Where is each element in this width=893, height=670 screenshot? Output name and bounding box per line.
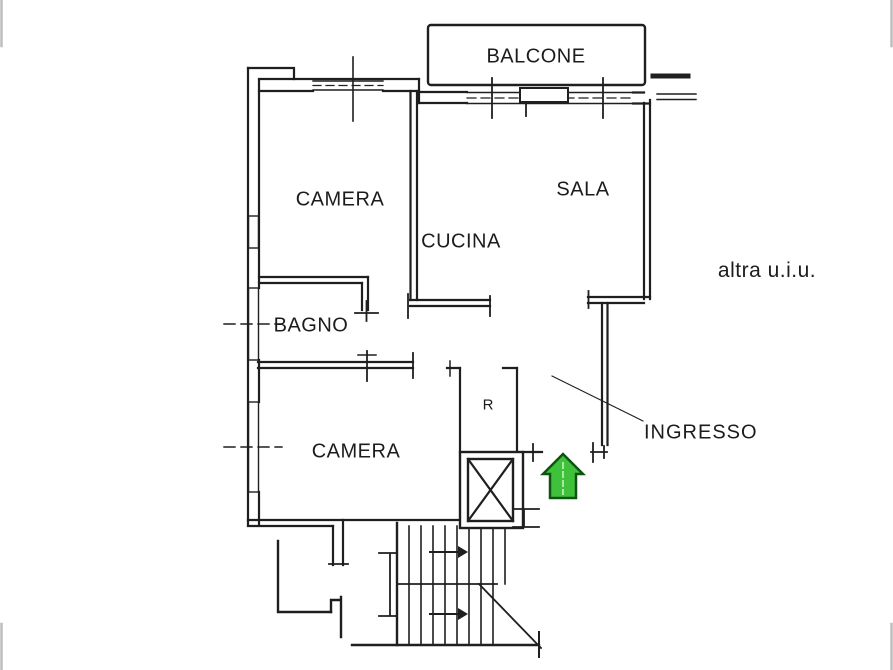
label-camera-top: CAMERA [295, 188, 385, 211]
wall-ingresso [590, 301, 609, 463]
staircase [350, 521, 543, 658]
wall-bagno [257, 275, 379, 322]
elevator-shaft [458, 443, 544, 530]
wall-core [445, 360, 519, 454]
stair-cut-line [477, 582, 543, 650]
wall-exterior-right [631, 73, 697, 301]
label-shaft-symbol: R [482, 396, 494, 414]
label-altra-uiu: altra u.i.u. [717, 259, 817, 282]
balcony-outline [426, 23, 647, 87]
window-band-sala [466, 77, 634, 119]
wall-top-camera [257, 56, 469, 122]
entrance-arrow-icon [539, 452, 587, 500]
stair-direction-arrows [429, 546, 468, 620]
door-jamb [590, 442, 608, 463]
label-camera-bottom: CAMERA [311, 440, 401, 463]
ingresso-leader-line [551, 375, 644, 422]
wall-exterior-left [223, 66, 296, 526]
label-sala: SALA [556, 178, 610, 201]
elevator-x-mark [466, 457, 515, 523]
wall-bottom-left [276, 539, 343, 639]
wall-middle [256, 350, 415, 382]
label-cucina: CUCINA [421, 230, 501, 253]
label-ingresso: INGRESSO [644, 421, 758, 444]
wall-camera-bottom [246, 518, 464, 567]
wall-sala-bottom [586, 290, 652, 309]
wall-cucina-bottom [407, 293, 492, 319]
label-bagno: BAGNO [273, 314, 349, 337]
door-jamb [354, 300, 379, 322]
label-balcone: BALCONE [486, 45, 586, 68]
wall-camera-cucina [409, 89, 419, 302]
door-leaf [519, 87, 569, 103]
